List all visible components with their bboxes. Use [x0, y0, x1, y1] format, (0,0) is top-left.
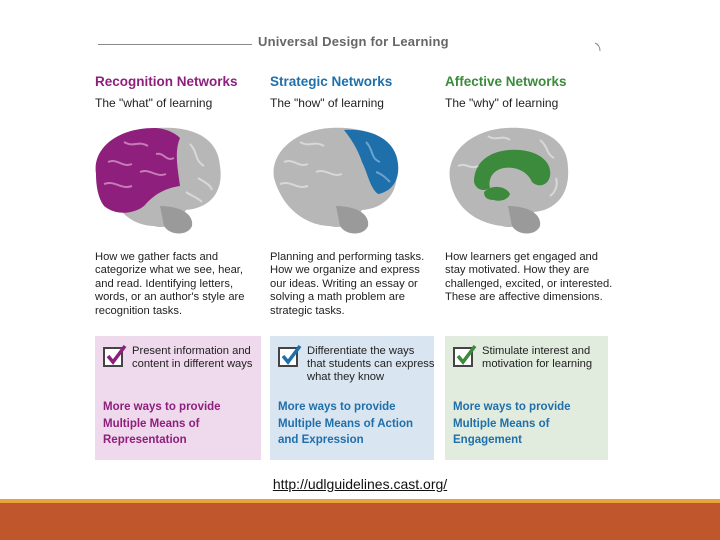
checkmark-box-icon	[453, 344, 477, 367]
affective-title: Affective Networks	[445, 74, 567, 89]
footer-bar	[0, 503, 720, 540]
strategic-title: Strategic Networks	[270, 74, 393, 89]
brain-side-view-icon	[273, 127, 399, 234]
strategic-subtitle: The "how" of learning	[270, 96, 384, 110]
affective-subtitle: The "why" of learning	[445, 96, 559, 110]
recognition-column: Recognition Networks The "what" of learn…	[95, 74, 263, 110]
recognition-subtitle: The "what" of learning	[95, 96, 213, 110]
strategic-description: Planning and performing tasks. How we or…	[270, 251, 425, 317]
strategic-column: Strategic Networks The "how" of learning	[270, 74, 438, 110]
page-title: Universal Design for Learning	[258, 34, 449, 49]
brain-side-view-icon	[95, 127, 221, 234]
affective-box: Stimulate interest and motivation for le…	[445, 336, 608, 460]
brain-midline-view-icon	[449, 127, 569, 234]
source-link[interactable]: http://udlguidelines.cast.org/	[272, 476, 448, 492]
affective-more-link[interactable]: More ways to provide Multiple Means of E…	[453, 401, 571, 446]
header-rule-left	[98, 44, 252, 45]
checkmark-box-icon	[278, 344, 302, 367]
affective-description: How learners get engaged and stay motiva…	[445, 251, 613, 304]
recognition-box: Present information and content in diffe…	[95, 336, 261, 460]
recognition-box-text: Present information and content in diffe…	[132, 345, 253, 371]
strategic-box-text: Differentiate the ways that students can…	[307, 345, 434, 384]
recognition-title: Recognition Networks	[95, 74, 238, 89]
strategic-more-link[interactable]: More ways to provide Multiple Means of A…	[278, 401, 414, 446]
recognition-more-link[interactable]: More ways to provide Multiple Means of R…	[103, 401, 221, 446]
header-end-mark-icon	[594, 42, 601, 52]
strategic-box: Differentiate the ways that students can…	[270, 336, 434, 460]
recognition-description: How we gather facts and categorize what …	[95, 251, 245, 317]
affective-box-text: Stimulate interest and motivation for le…	[482, 345, 593, 371]
affective-column: Affective Networks The "why" of learning	[445, 74, 613, 110]
checkmark-box-icon	[103, 344, 127, 367]
footer-accent-bar	[0, 499, 720, 503]
